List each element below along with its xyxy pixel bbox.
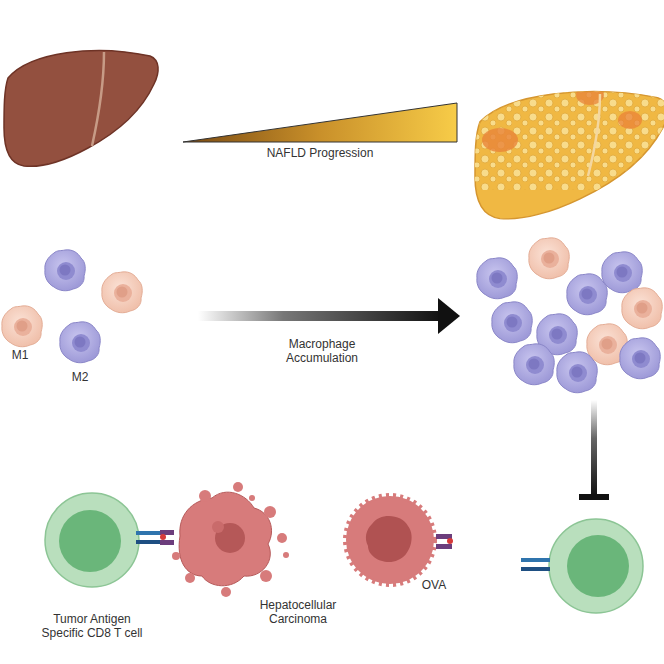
label: M1 — [11, 348, 30, 362]
accumulation-arrow — [198, 298, 460, 334]
fatty-liver — [460, 30, 664, 219]
cd8-t-cell — [45, 493, 174, 587]
label: OVA — [421, 578, 448, 592]
cd8-t-cell-inhibited — [521, 519, 643, 613]
macrophages-many — [477, 238, 662, 393]
inhibition-line — [579, 400, 609, 500]
macrophages-few — [2, 250, 142, 363]
hcc-tumor-cell — [172, 482, 289, 597]
hcc-tumor-cell-ova — [346, 496, 453, 584]
label: NAFLD Progression — [266, 146, 375, 160]
label: Tumor Antigen Specific CD8 T cell — [32, 612, 152, 640]
label: Hepatocellular Carcinoma — [243, 598, 353, 626]
progression-wedge — [183, 103, 457, 142]
label: Macrophage Accumulation — [267, 337, 377, 365]
label: M2 — [71, 370, 90, 384]
healthy-liver — [4, 51, 158, 167]
